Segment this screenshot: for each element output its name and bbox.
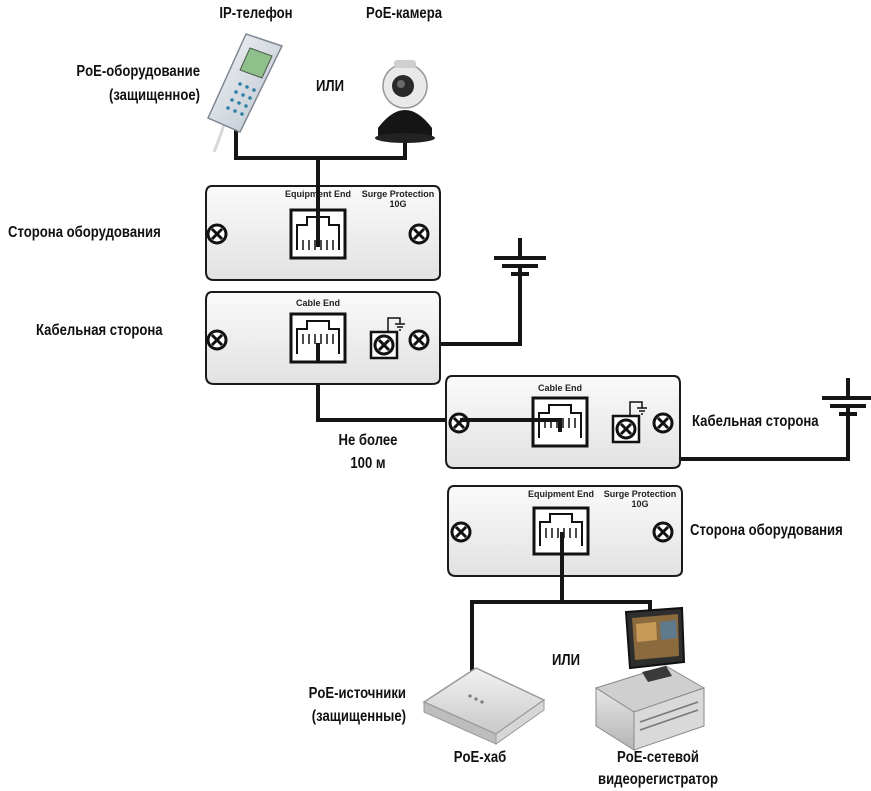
screw-icon: [206, 223, 228, 245]
ip-phone-icon: [207, 33, 284, 153]
poe-nvr-icon: [594, 606, 706, 751]
surge-rating: 10G: [631, 499, 648, 509]
poe-sources-sublabel: (защищенные): [311, 708, 406, 725]
screw-icon: [408, 329, 430, 351]
poe-equipment-label: PoE-оборудование: [76, 63, 200, 80]
rj45-port-icon: [289, 312, 347, 364]
surge-rating: 10G: [389, 199, 406, 209]
poe-equipment-sublabel: (защищенное): [108, 87, 200, 104]
surge-protector-cable-end-right: Cable End: [445, 375, 681, 469]
screw-icon: [450, 521, 472, 543]
equipment-side-label-right: Сторона оборудования: [690, 522, 843, 539]
surge-protector-equipment-end-top: Equipment End Surge Protection 10G: [205, 158, 441, 281]
or-label-bottom: ИЛИ: [551, 652, 581, 669]
equipment-side-label-left: Сторона оборудования: [8, 224, 161, 241]
poe-nvr-label: PoE-сетевой: [617, 749, 699, 766]
distance-value: 100 м: [350, 455, 386, 472]
port-label: Cable End: [296, 298, 340, 308]
port-label: Equipment End: [528, 489, 594, 499]
ground-terminal-icon: [369, 317, 405, 360]
or-label-top: ИЛИ: [315, 78, 345, 95]
screw-icon: [448, 412, 470, 434]
surge-protector-equipment-end-bottom: Equipment End Surge Protection 10G: [447, 485, 683, 578]
screw-icon: [652, 521, 674, 543]
ground-icon: [494, 238, 546, 276]
cable-camera: [316, 134, 407, 160]
cable-side-label-right: Кабельная сторона: [692, 413, 819, 430]
ip-phone-label: IP-телефон: [219, 5, 293, 22]
distance-label: Не более: [338, 432, 398, 449]
poe-hub-icon: [422, 667, 546, 745]
screw-icon: [652, 412, 674, 434]
poe-sources-label: PoE-источники: [308, 685, 406, 702]
poe-hub-label: PoE-хаб: [453, 749, 507, 766]
surge-label: Surge Protection: [362, 189, 435, 199]
surge-label: Surge Protection: [604, 489, 677, 499]
poe-nvr-sublabel: видеорегистратор: [598, 771, 718, 788]
poe-camera-label: PoE-камера: [365, 5, 443, 22]
screw-icon: [206, 329, 228, 351]
cable-phone: [234, 118, 320, 160]
cable-side-label-left: Кабельная сторона: [36, 322, 163, 339]
port-label: Cable End: [538, 383, 582, 393]
ground-terminal-icon: [611, 401, 647, 444]
screw-icon: [408, 223, 430, 245]
poe-camera-icon: [375, 60, 435, 143]
ground-icon: [822, 378, 871, 416]
surge-protector-cable-end-left: Cable End: [205, 291, 441, 385]
